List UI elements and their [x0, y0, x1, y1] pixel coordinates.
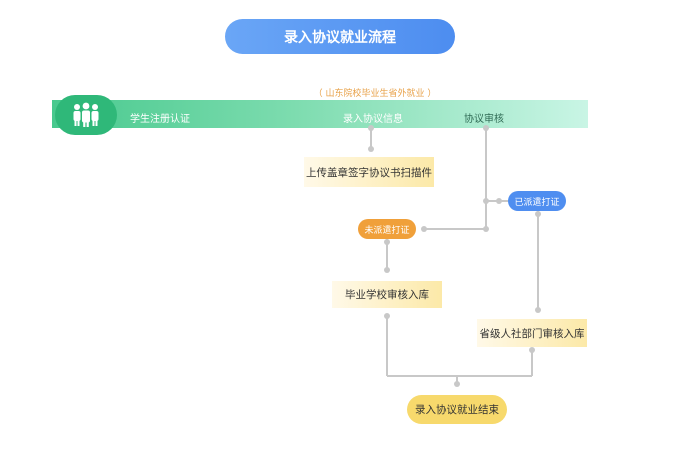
upload-scan-step: 上传盖章签字协议书扫描件: [304, 157, 434, 187]
people-group-icon: [73, 102, 99, 127]
step-band: [52, 100, 588, 128]
not-dispatched-badge: 未派遣打证: [358, 219, 416, 239]
dispatched-badge: 已派遣打证: [508, 191, 566, 211]
province-review-step: 省级人社部门审核入库: [477, 319, 587, 347]
step-register-label: 学生注册认证: [130, 114, 190, 125]
step-enter-agreement-label: 录入协议信息: [343, 114, 403, 125]
flow-title: 录入协议就业流程: [225, 19, 455, 54]
school-review-step: 毕业学校审核入库: [332, 281, 442, 308]
flow-end-step: 录入协议就业结束: [407, 395, 507, 424]
step-agreement-review-label: 协议审核: [464, 114, 504, 125]
flow-subtitle: （ 山东院校毕业生省外就业 ）: [313, 89, 437, 99]
